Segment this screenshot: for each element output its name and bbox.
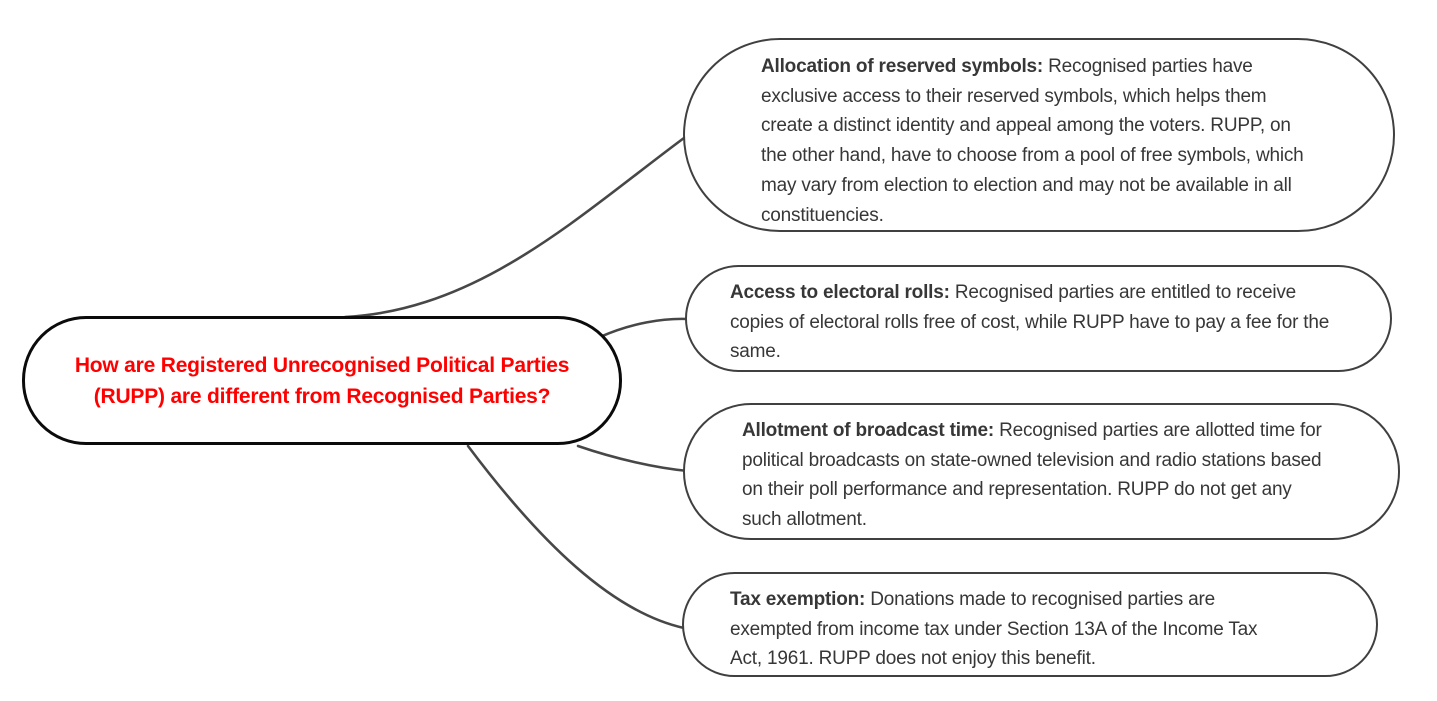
branch-text: Tax exemption: Donations made to recogni… bbox=[730, 585, 1272, 674]
branch-title: Allocation of reserved symbols: bbox=[761, 56, 1044, 77]
branch-title: Allotment of broadcast time: bbox=[742, 420, 994, 441]
branch-text: Access to electoral rolls: Recognised pa… bbox=[730, 278, 1332, 367]
branch-node-tax-exemption: Tax exemption: Donations made to recogni… bbox=[682, 572, 1378, 677]
central-question-node: How are Registered Unrecognised Politica… bbox=[22, 316, 622, 445]
connector-line-tax-exemption bbox=[466, 444, 686, 630]
branch-body: Recognised parties are entitled to recei… bbox=[730, 282, 1330, 363]
branch-node-electoral-rolls: Access to electoral rolls: Recognised pa… bbox=[685, 265, 1392, 372]
branch-node-broadcast-time: Allotment of broadcast time: Recognised … bbox=[683, 403, 1400, 540]
connector-line-electoral-rolls bbox=[598, 317, 690, 339]
connector-line-broadcast-time bbox=[576, 444, 690, 473]
branch-body: Donations made to recognised parties are… bbox=[730, 589, 1258, 670]
connector-line-allocation-symbols bbox=[343, 136, 686, 319]
central-question-text: How are Registered Unrecognised Politica… bbox=[74, 353, 570, 408]
branch-title: Tax exemption: bbox=[730, 589, 866, 610]
branch-title: Access to electoral rolls: bbox=[730, 282, 950, 303]
branch-body: Recognised parties are allotted time for… bbox=[742, 420, 1322, 531]
branch-text: Allotment of broadcast time: Recognised … bbox=[742, 416, 1328, 535]
branch-node-allocation-symbols: Allocation of reserved symbols: Recognis… bbox=[683, 38, 1395, 232]
branch-text: Allocation of reserved symbols: Recognis… bbox=[761, 52, 1306, 230]
branch-body: Recognised parties have exclusive access… bbox=[761, 56, 1304, 226]
